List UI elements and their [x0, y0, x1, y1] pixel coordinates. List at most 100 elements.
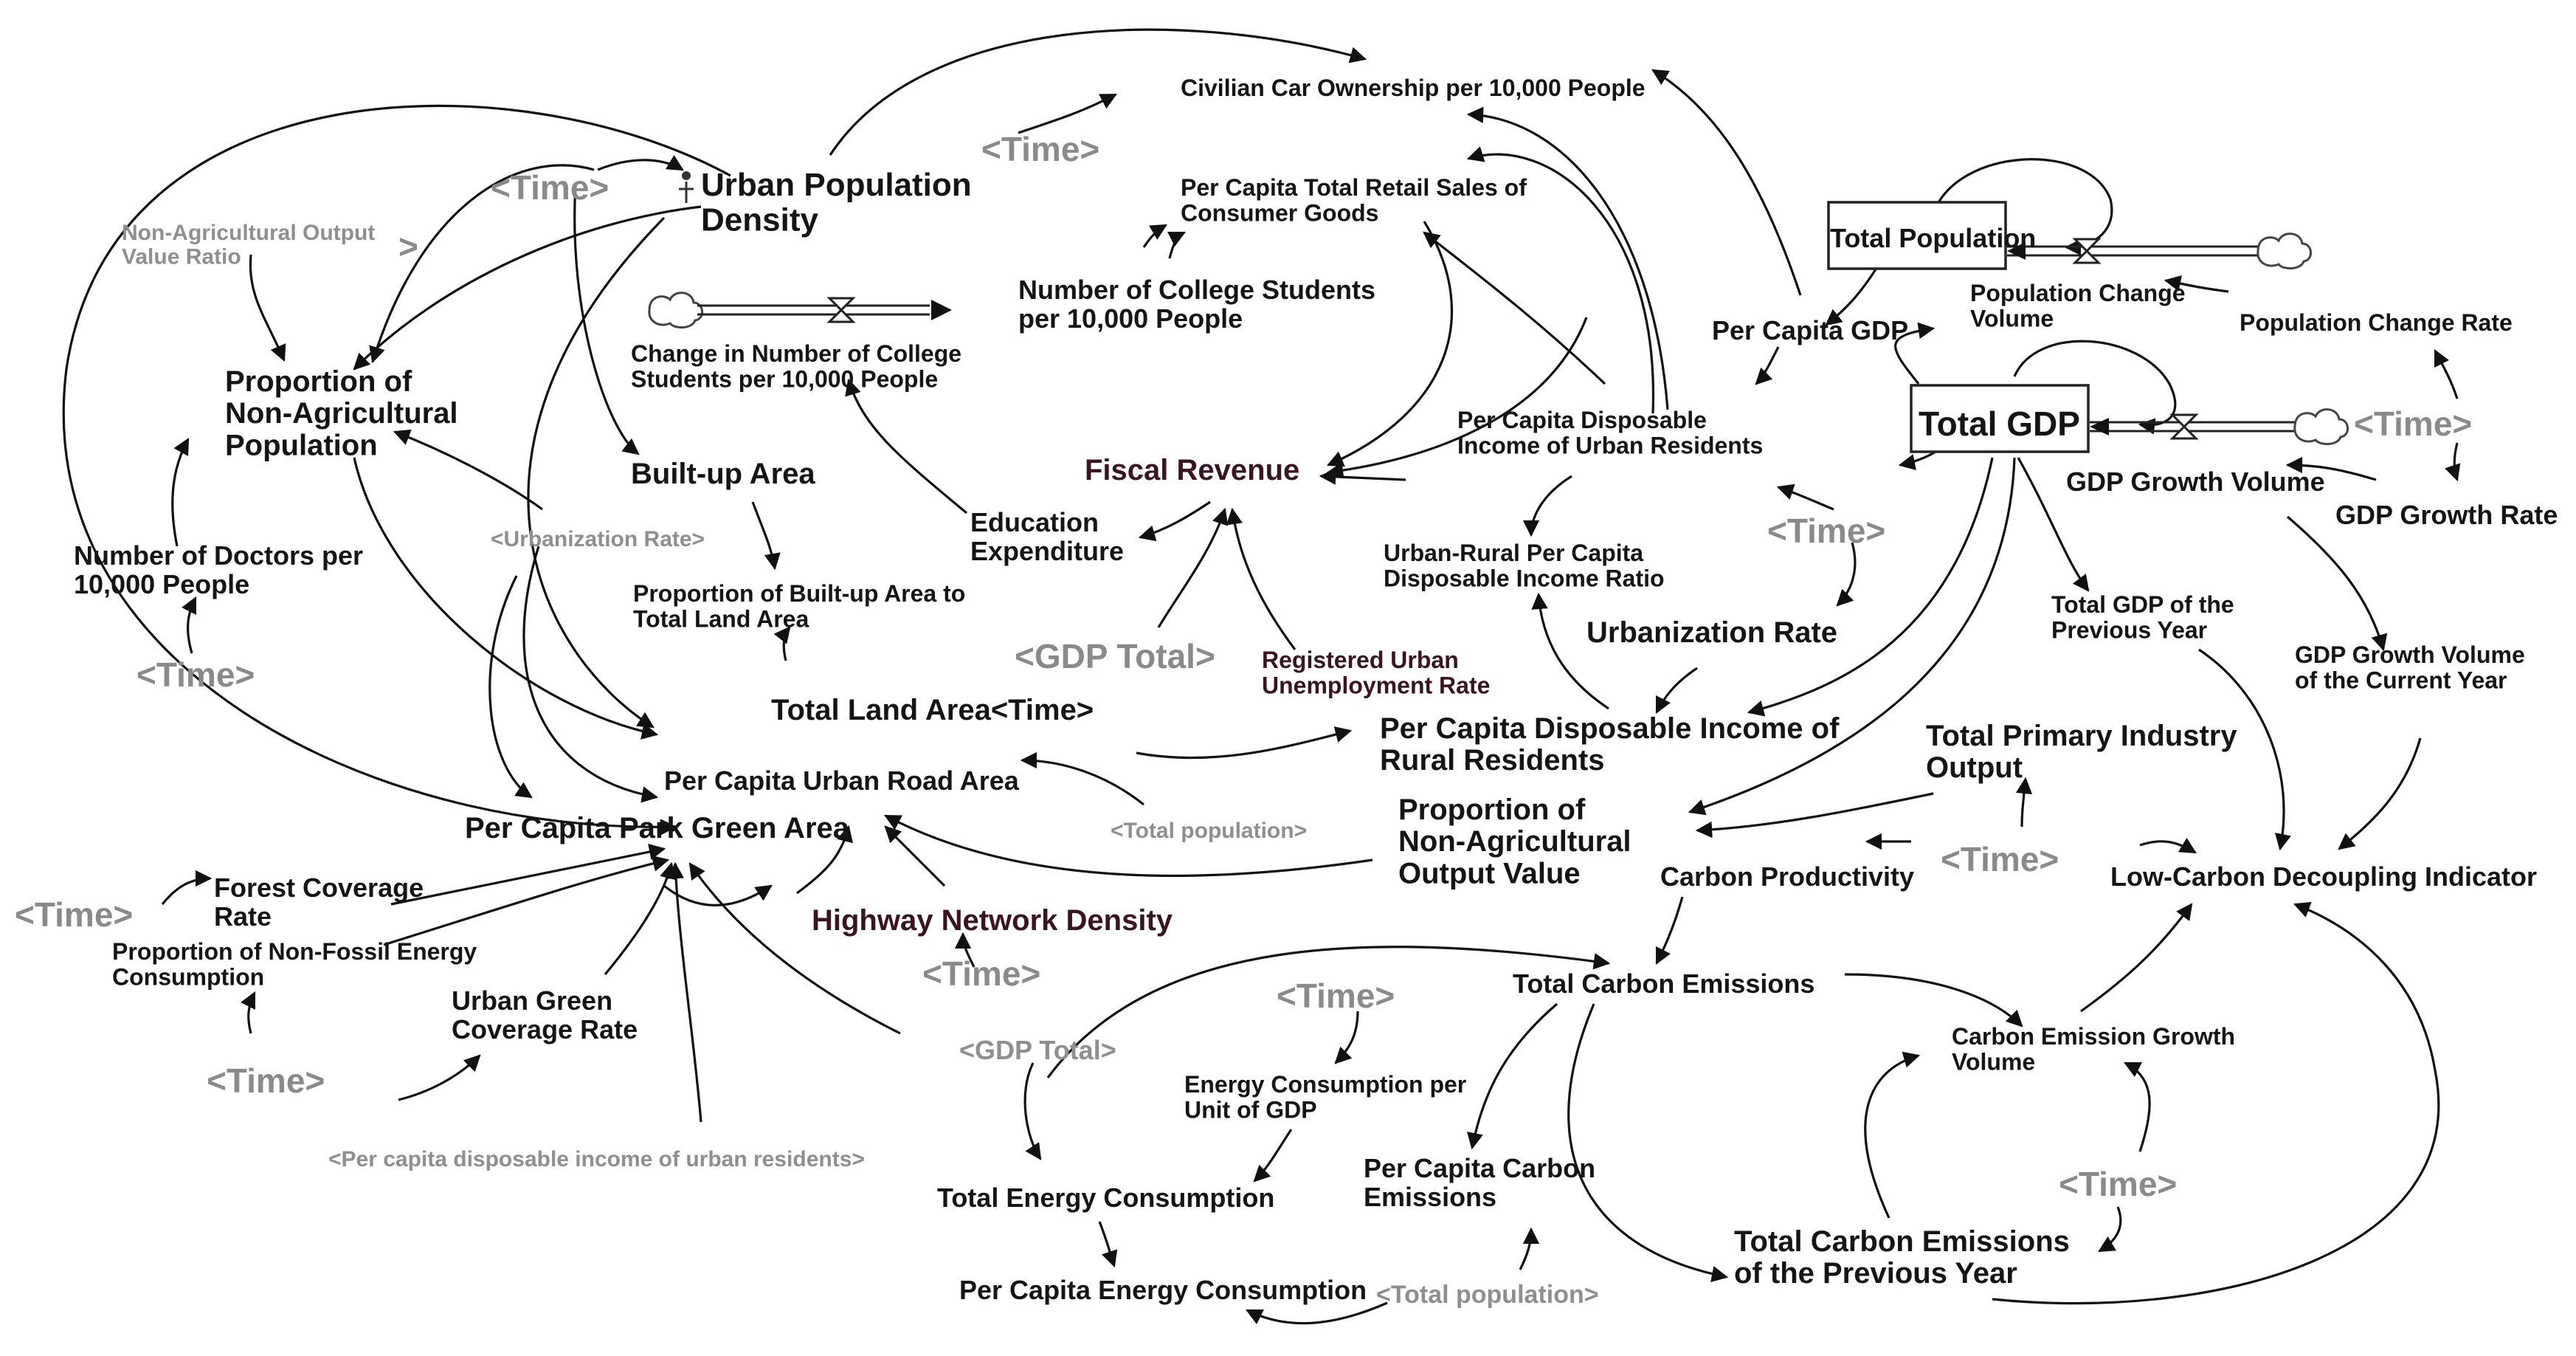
link-time-to-primary — [2015, 777, 2033, 827]
link-road-to-park — [796, 825, 853, 895]
link-unemployment-to-fiscal — [1226, 507, 1296, 650]
shadow-time-4: <Time> — [1767, 512, 1885, 550]
person-icon — [679, 171, 694, 203]
cloud-icon — [2256, 233, 2312, 269]
cloud-icon — [2293, 408, 2349, 445]
link-time-to-decoupling — [2139, 838, 2197, 854]
var-total-gdp: Total GDP — [1919, 405, 2080, 443]
link-land-to-proportion — [773, 626, 791, 661]
link-totalpop-to-energy-per-capita — [1245, 1301, 1388, 1325]
link-emissions-to-percapita — [1466, 1002, 1558, 1150]
shadow-total-population-2: <Total population> — [1376, 1281, 1599, 1309]
link-total-energy-to-per-capita — [1098, 1221, 1118, 1268]
shadow-time-1: <Time> — [981, 130, 1099, 168]
var-per-capita-gdp: Per Capita GDP — [1712, 315, 1908, 345]
link-totalpop-to-carbon-per-capita — [1519, 1227, 1540, 1270]
link-doctors-to-nonagri — [171, 438, 190, 547]
link-urbanization-to-park — [522, 546, 659, 803]
var-total-population: Total Population — [1830, 223, 2036, 253]
var-total-land-area: Total Land Area<Time> — [771, 694, 1094, 726]
link-time-to-green-coverage — [398, 1054, 481, 1101]
link-time-to-car — [1018, 93, 1117, 134]
var-gdp-growth-rate: GDP Growth Rate — [2335, 500, 2558, 530]
link-nonfossil-to-park — [383, 855, 670, 946]
link-time-to-forest — [161, 870, 213, 905]
link-time-to-gdp-rate — [2445, 442, 2461, 482]
shadow-income-urban: <Per capita disposable income of urban r… — [328, 1147, 865, 1171]
shadow-time-5: <Time> — [137, 655, 255, 694]
link-growth-to-decoupling — [2080, 903, 2193, 1013]
link-primary-to-nonagri-output — [1695, 792, 1934, 839]
link-gdp-to-pcgdp — [1894, 322, 1936, 385]
var-civilian-car-ownership: Civilian Car Ownership per 10,000 People — [1181, 75, 1646, 101]
link-density-to-built-up — [573, 184, 640, 455]
link-time-to-urban-income — [1776, 483, 1834, 511]
var-per-capita-road-area: Per Capita Urban Road Area — [664, 765, 1020, 796]
shadow-urbanization-rate: <Urbanization Rate> — [491, 527, 705, 551]
var-total-energy-consumption: Total Energy Consumption — [937, 1183, 1274, 1213]
link-gdptotal-to-fiscal — [1157, 507, 1229, 628]
link-gdpshadow-to-park — [688, 862, 901, 1035]
link-builtup-to-proportion — [751, 501, 781, 571]
var-low-carbon-decoupling: Low-Carbon Decoupling Indicator — [2110, 861, 2537, 892]
cloud-icon — [648, 292, 703, 328]
link-gdpgrowth-to-current — [2286, 515, 2388, 652]
link-income-urban-to-fiscal — [1319, 468, 1406, 485]
link-nonagri-ratio-to-pop — [249, 254, 286, 362]
shadow-gdp-total-2: <GDP Total> — [959, 1035, 1116, 1065]
var-carbon-productivity: Carbon Productivity — [1660, 861, 1914, 892]
link-pcgdp-to-urban-income — [1755, 346, 1780, 385]
link-time-to-prev — [2098, 1206, 2122, 1253]
shadow-time-6: <Time> — [1941, 840, 2059, 878]
link-gdp-self-loop — [2013, 340, 2177, 435]
var-built-up-area: Built-up Area — [631, 458, 815, 490]
link-park-self — [663, 884, 773, 906]
link-urban-income-to-ratio — [1522, 475, 1572, 537]
valve-population-change — [2072, 238, 2102, 264]
shadow-time-2: <Time> — [491, 168, 609, 207]
link-pcgdp-to-car — [1651, 69, 1802, 296]
stock-box-total-gdp — [1910, 384, 2090, 453]
link-time-to-doctors — [181, 596, 197, 654]
stock-box-total-population — [1827, 201, 2007, 270]
shadow-variables: <Time> <Time> <Time> <Time> <Time> <Time… — [15, 130, 2472, 1309]
link-urban-income-to-retail2 — [1423, 231, 1606, 385]
link-emissions-to-growth — [1844, 973, 2023, 1028]
link-prev-self-loop — [1864, 1051, 1921, 1219]
link-density-to-nonagri-pop — [353, 205, 702, 371]
link-time-to-growth — [2123, 1061, 2151, 1152]
var-fiscal-revenue: Fiscal Revenue — [1085, 454, 1299, 486]
var-population-change-rate: Population Change Rate — [2240, 309, 2513, 336]
link-time-to-popchange-rate — [2434, 348, 2459, 399]
link-gdprate-to-volume — [2285, 456, 2377, 481]
shadow-time-9: <Time> — [1277, 977, 1395, 1015]
link-totalpop-to-road — [1020, 751, 1144, 806]
link-time-to-highway — [954, 932, 976, 968]
var-gdp-growth-volume: GDP Growth Volume — [2066, 467, 2325, 497]
link-prev-to-decoupling-loop — [1992, 901, 2440, 1305]
shadow-non-agri-arrow: > — [398, 227, 418, 266]
link-emissions-to-prev — [1567, 1003, 1729, 1283]
valve-gdp-growth — [2169, 413, 2199, 440]
shadow-time-11: <Time> — [2059, 1165, 2177, 1203]
link-urbanization-to-nonagri-pop — [393, 429, 543, 511]
link-rural-to-ratio — [1531, 592, 1609, 710]
shadow-total-population-1: <Total population> — [1111, 819, 1307, 843]
